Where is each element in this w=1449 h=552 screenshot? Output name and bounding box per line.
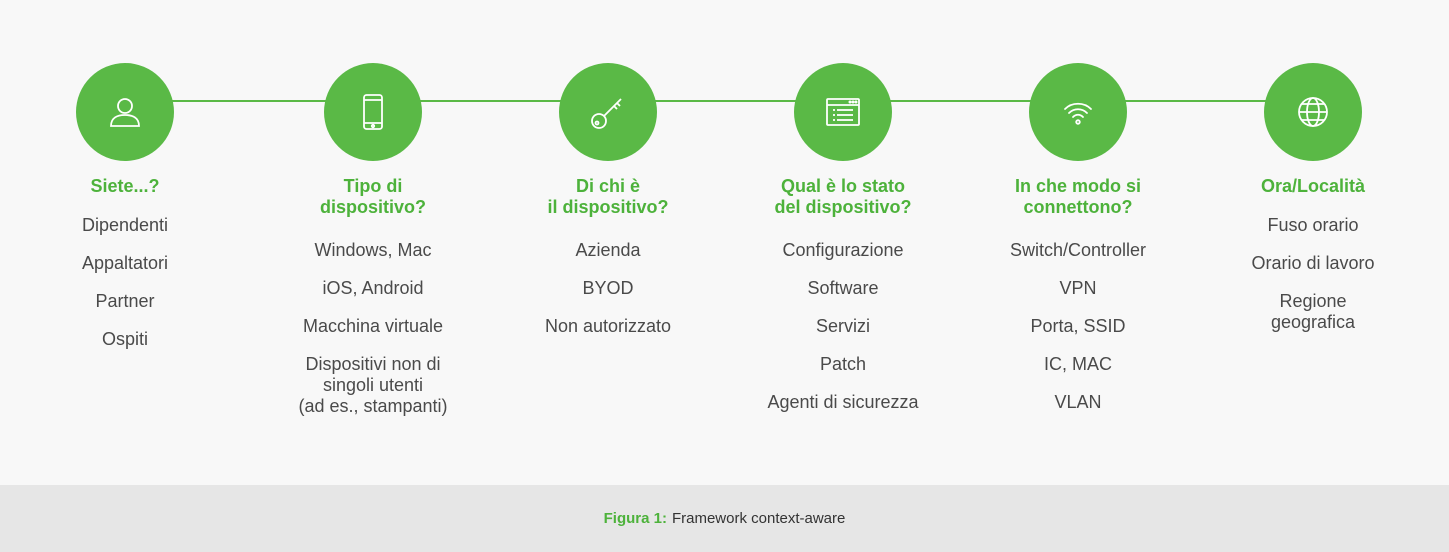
smartphone-icon-circle [324,63,422,161]
framework-diagram: Siete...? Dipendenti Appaltatori Partner… [30,0,1408,485]
item-list: Configurazione Software Servizi Patch Ag… [748,240,938,430]
list-item: Dispositivi non di singoli utenti (ad es… [298,354,448,416]
caption-label: Figura 1: [603,510,667,527]
list-item: VPN [1059,278,1097,298]
column-heading: Ora/Località [1260,176,1366,196]
list-item: Partner [95,291,155,311]
column-connection: In che modo si connettono? Switch/Contro… [983,0,1173,485]
column-heading: Tipo di dispositivo? [319,176,426,217]
item-list: Dipendenti Appaltatori Partner Ospiti [30,215,220,367]
item-list: Fuso orario Orario di lavoro Regione geo… [1218,215,1408,350]
list-item: Configurazione [782,240,904,260]
browser-window-icon-circle [794,63,892,161]
list-item: Porta, SSID [1030,316,1126,336]
item-list: Azienda BYOD Non autorizzato [513,240,703,354]
list-item: Appaltatori [81,253,169,273]
list-item: Dipendenti [81,215,169,235]
column-device-type: Tipo di dispositivo? Windows, Mac iOS, A… [278,0,468,485]
list-item: Software [807,278,879,298]
item-list: Windows, Mac iOS, Android Macchina virtu… [278,240,468,434]
list-item: Azienda [575,240,641,260]
list-item: Windows, Mac [314,240,432,260]
key-icon-circle [559,63,657,161]
wifi-icon-circle [1029,63,1127,161]
item-list: Switch/Controller VPN Porta, SSID IC, MA… [983,240,1173,430]
list-item: Non autorizzato [544,316,672,336]
list-item: Ospiti [101,329,148,349]
globe-icon-circle [1264,63,1362,161]
column-device-state: Qual è lo stato del dispositivo? Configu… [748,0,938,485]
caption-text: Framework context-aware [671,510,846,527]
column-time-location: Ora/Località Fuso orario Orario di lavor… [1218,0,1408,485]
column-user: Siete...? Dipendenti Appaltatori Partner… [30,0,220,485]
globe-icon [1298,97,1328,127]
list-item: Regione geografica [1270,291,1356,332]
smartphone-icon [363,94,383,130]
column-heading: Di chi è il dispositivo? [547,176,669,217]
column-owner: Di chi è il dispositivo? Azienda BYOD No… [513,0,703,485]
list-item: Agenti di sicurezza [767,392,919,412]
column-heading: In che modo si connettono? [1014,176,1142,217]
list-item: Orario di lavoro [1251,253,1375,273]
list-item: Switch/Controller [1009,240,1147,260]
list-item: Fuso orario [1267,215,1359,235]
list-item: BYOD [582,278,634,298]
connector-line [125,100,1315,102]
list-item: iOS, Android [322,278,424,298]
list-item: Servizi [815,316,870,336]
column-heading: Siete...? [90,176,160,196]
column-heading: Qual è lo stato del dispositivo? [774,176,912,217]
figure-caption: Figura 1: Framework context-aware [0,485,1449,552]
browser-window-icon [826,98,860,126]
person-icon [110,98,140,127]
list-item: VLAN [1054,392,1102,412]
person-icon-circle [76,63,174,161]
list-item: IC, MAC [1043,354,1112,374]
list-item: Macchina virtuale [302,316,444,336]
key-icon [591,98,622,129]
wifi-icon [1064,102,1092,125]
list-item: Patch [819,354,867,374]
